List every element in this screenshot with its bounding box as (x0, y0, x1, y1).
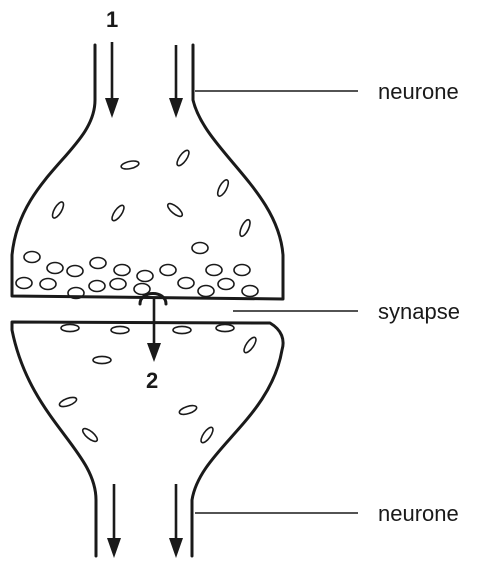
marker-1: 1 (106, 7, 118, 32)
arrow-top-right (169, 45, 183, 118)
receptors (61, 324, 234, 333)
arrow-bottom-left (107, 484, 121, 558)
upper-organelles (50, 149, 252, 238)
synaptic-vesicles (16, 243, 258, 299)
upper-neurone-outline (12, 45, 283, 299)
lower-neurone-outline (12, 322, 283, 556)
label-bottom-neurone: neurone (378, 501, 459, 526)
arrow-bottom-right (169, 484, 183, 558)
arrow-1 (105, 42, 119, 118)
label-synapse: synapse (378, 299, 460, 324)
marker-2: 2 (146, 368, 158, 393)
label-top-neurone: neurone (378, 79, 459, 104)
arrow-2 (147, 298, 161, 362)
